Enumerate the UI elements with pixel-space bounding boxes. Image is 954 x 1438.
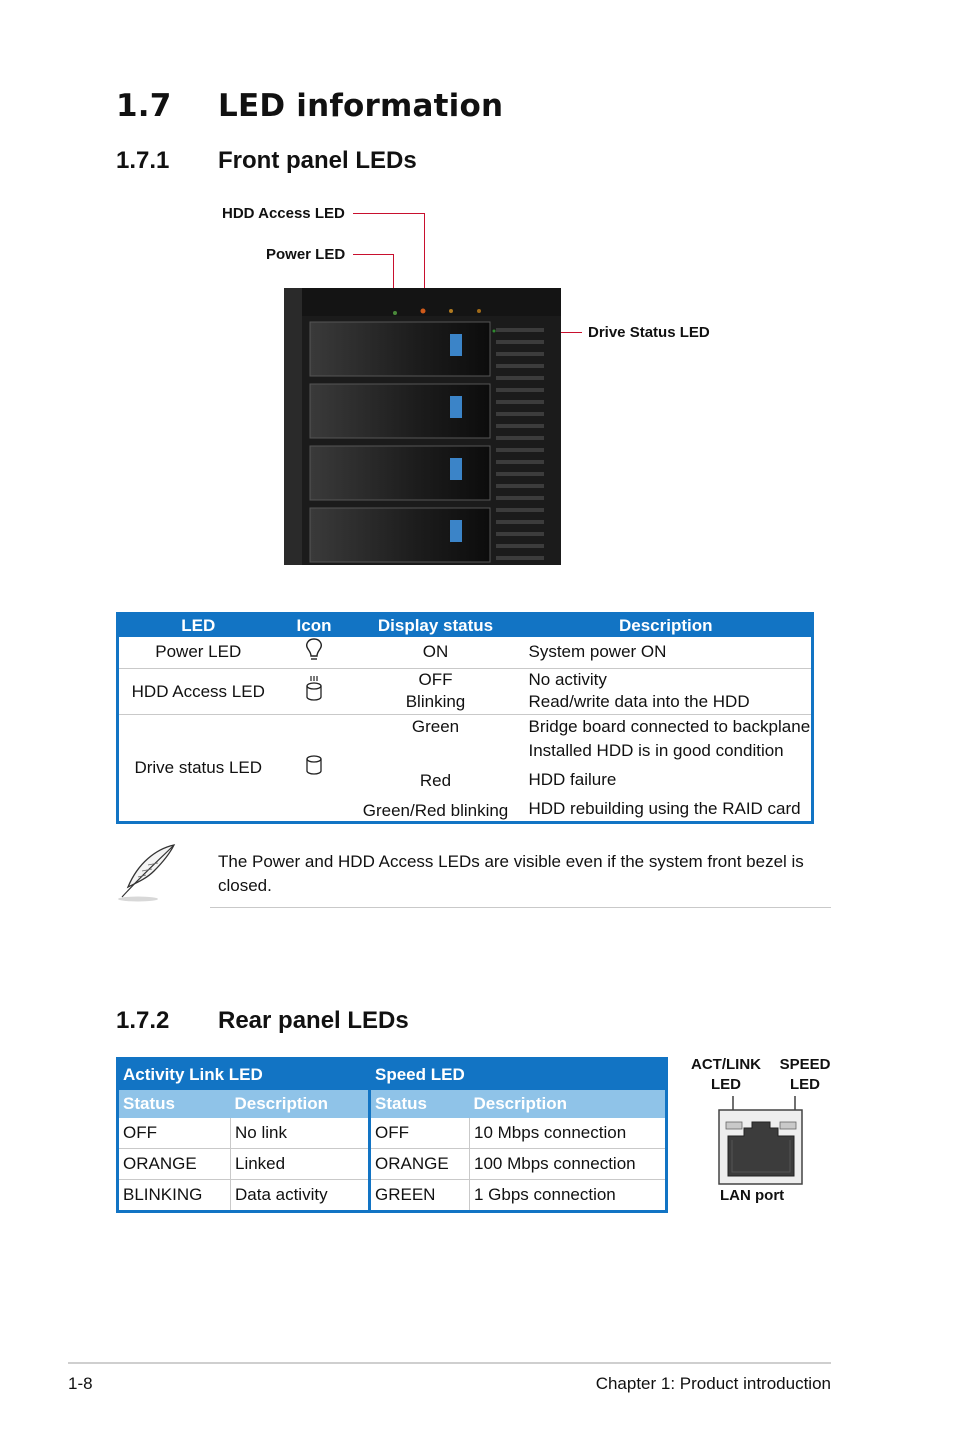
table-row: Drive status LED Green Red Green/Red bli… xyxy=(118,715,813,823)
table-row: BLINKING Data activity GREEN 1 Gbps conn… xyxy=(117,1179,667,1212)
description: Installed HDD is in good condition xyxy=(528,741,784,760)
lightbulb-icon xyxy=(277,637,351,669)
note-text: The Power and HDD Access LEDs are visibl… xyxy=(218,852,804,895)
display-status: Green/Red blinking xyxy=(362,801,509,820)
page-number: 1-8 xyxy=(68,1374,93,1393)
display-status: OFF xyxy=(418,670,453,689)
section-title: LED information xyxy=(218,88,504,124)
table-row: HDD Access LED OFF Blinking No activity … xyxy=(117,668,813,715)
activity-link-header: Activity Link LED xyxy=(117,1058,370,1090)
cell: Linked xyxy=(230,1148,370,1180)
rear-heading: 1.7.2 Rear panel LEDs xyxy=(116,1007,409,1035)
cell: 10 Mbps connection xyxy=(469,1118,667,1149)
description: Read/write data into the HDD xyxy=(528,692,750,711)
display-status: Red xyxy=(419,771,452,790)
col-status: Status xyxy=(117,1090,231,1118)
col-description: Description xyxy=(230,1090,370,1118)
power-callout-line-h xyxy=(353,254,394,255)
cell: Data activity xyxy=(230,1179,370,1212)
col-icon: Icon xyxy=(277,613,351,637)
speed-label-line1: SPEED xyxy=(779,1056,831,1073)
lan-port-icon xyxy=(718,1094,804,1191)
lan-port-label: LAN port xyxy=(720,1187,785,1204)
description: HDD failure xyxy=(528,770,617,789)
front-panel-image xyxy=(284,288,561,565)
feather-icon xyxy=(116,843,178,908)
drive-cylinder-icon xyxy=(278,715,351,823)
drive-status-label: Drive Status LED xyxy=(588,324,710,341)
act-link-label: ACT/LINK LED xyxy=(690,1055,762,1095)
display-status: ON xyxy=(350,637,521,669)
display-status: Blinking xyxy=(405,692,466,711)
rear-title: Rear panel LEDs xyxy=(218,1007,409,1034)
table-row: ORANGE Linked ORANGE 100 Mbps connection xyxy=(117,1148,667,1180)
cell: BLINKING xyxy=(117,1179,231,1212)
hdd-access-label: HDD Access LED xyxy=(222,205,345,222)
section-number: 1.7 xyxy=(116,88,172,124)
cell: ORANGE xyxy=(368,1148,470,1180)
hdd-activity-icon xyxy=(277,668,351,715)
act-link-label-line1: ACT/LINK xyxy=(691,1056,761,1073)
table-row: Power LED ON System power ON xyxy=(117,637,813,669)
power-label: Power LED xyxy=(266,246,346,263)
front-number: 1.7.1 xyxy=(116,147,170,174)
cell: OFF xyxy=(368,1118,470,1149)
rear-number: 1.7.2 xyxy=(116,1007,170,1034)
cell: ORANGE xyxy=(117,1148,231,1180)
cell: 1 Gbps connection xyxy=(469,1179,667,1212)
front-heading: 1.7.1 Front panel LEDs xyxy=(116,147,417,175)
col-led: LED xyxy=(117,613,278,637)
led-name: HDD Access LED xyxy=(117,668,278,715)
display-status: Green xyxy=(411,717,460,736)
section-heading: 1.7 LED information xyxy=(116,88,503,124)
col-status: Status xyxy=(368,1090,470,1118)
led-name: Drive status LED xyxy=(134,758,263,777)
act-link-label-line2: LED xyxy=(711,1076,741,1093)
rear-led-table: Activity Link LED Speed LED Status Descr… xyxy=(116,1057,668,1213)
note-divider xyxy=(210,907,831,908)
speed-label-line2: LED xyxy=(790,1076,820,1093)
col-description: Description xyxy=(520,613,813,637)
front-title: Front panel LEDs xyxy=(218,147,417,174)
cell: 100 Mbps connection xyxy=(469,1148,667,1180)
table-row: OFF No link OFF 10 Mbps connection xyxy=(117,1118,667,1149)
cell: GREEN xyxy=(368,1179,470,1212)
front-led-table: LED Icon Display status Description Powe… xyxy=(116,612,814,824)
speed-label: SPEED LED xyxy=(776,1055,834,1095)
hdd-callout-line-v xyxy=(424,213,425,307)
chapter-title: Chapter 1: Product introduction xyxy=(595,1374,831,1393)
speed-header: Speed LED xyxy=(368,1058,667,1090)
cell: OFF xyxy=(117,1118,231,1149)
power-callout-line-v xyxy=(393,254,394,310)
description: HDD rebuilding using the RAID card xyxy=(528,799,801,818)
col-description: Description xyxy=(469,1090,667,1118)
cell: No link xyxy=(230,1118,370,1149)
description: No activity xyxy=(528,670,607,689)
page-footer: 1-8 Chapter 1: Product introduction xyxy=(68,1362,831,1393)
description: Bridge board connected to backplane xyxy=(528,717,811,736)
description: System power ON xyxy=(520,637,813,669)
col-display-status: Display status xyxy=(350,613,521,637)
led-name: Power LED xyxy=(117,637,278,669)
drive-bays xyxy=(309,321,491,563)
hdd-callout-line-h xyxy=(353,213,425,214)
